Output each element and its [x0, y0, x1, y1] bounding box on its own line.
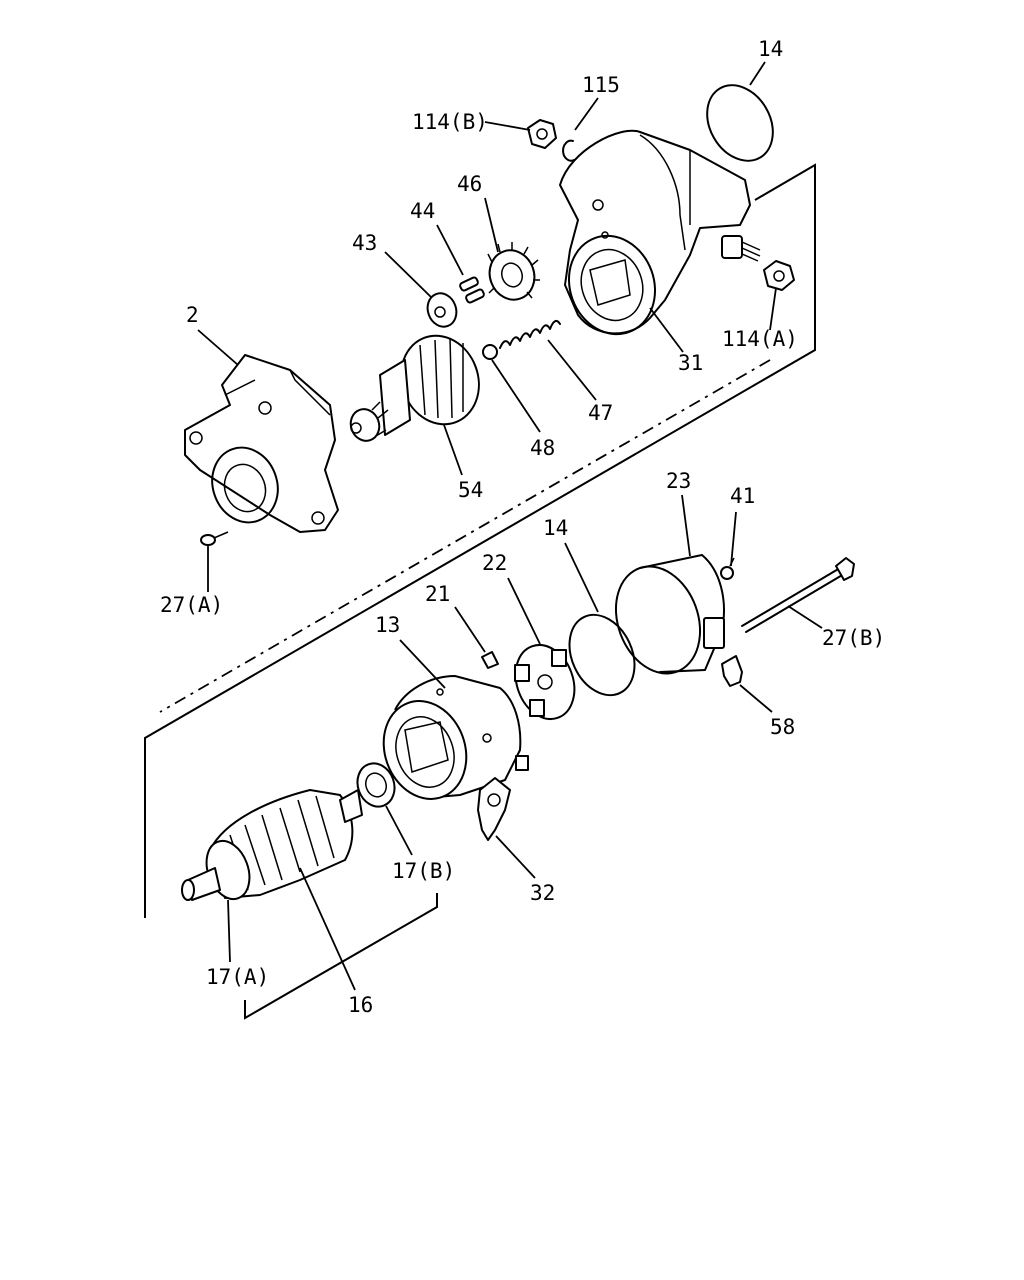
- drive-housing-2: [184, 354, 339, 533]
- retainer-43: [426, 292, 458, 328]
- label-17b: 17(B): [392, 859, 455, 883]
- part-labels: 14 115 114(B) 46 44 43 2 114(A) 31 47 48…: [160, 37, 885, 1017]
- assembly-frame: [144, 163, 816, 918]
- label-54: 54: [458, 478, 483, 502]
- label-27b: 27(B): [822, 626, 885, 650]
- washer-115: [562, 139, 575, 162]
- label-58: 58: [770, 715, 795, 739]
- label-13: 13: [375, 613, 400, 637]
- label-23: 23: [666, 469, 691, 493]
- end-cover-23: [614, 554, 725, 675]
- label-114a: 114(A): [722, 327, 798, 351]
- o-ring-14-mid: [568, 613, 636, 697]
- brush-holder-22: [514, 644, 576, 720]
- o-ring-14-top: [706, 84, 774, 162]
- label-114b: 114(B): [412, 110, 488, 134]
- leader-lines: [197, 61, 823, 991]
- ball-48: [482, 344, 498, 360]
- housing-31: [559, 129, 761, 336]
- spring-47: [499, 319, 561, 349]
- label-21: 21: [425, 582, 450, 606]
- label-17a: 17(A): [206, 965, 269, 989]
- label-43: 43: [352, 231, 377, 255]
- gear-46: [487, 242, 540, 301]
- drive-clutch-54: [349, 334, 480, 442]
- nut-114a: [763, 260, 795, 291]
- armature-16: [181, 789, 363, 901]
- label-47: 47: [588, 401, 613, 425]
- yoke-13: [382, 675, 529, 800]
- label-14-mid: 14: [543, 516, 568, 540]
- label-31: 31: [678, 351, 703, 375]
- screw-27a: [200, 531, 229, 546]
- terminal-bolt: [721, 235, 761, 262]
- label-16: 16: [348, 993, 373, 1017]
- label-41: 41: [730, 484, 755, 508]
- bracket-16-17a: [244, 893, 438, 1020]
- label-115: 115: [582, 73, 620, 97]
- lead-32: [477, 777, 511, 841]
- label-14-top: 14: [758, 37, 783, 61]
- pins-44: [459, 276, 485, 304]
- nut-114b: [527, 119, 557, 149]
- label-22: 22: [482, 551, 507, 575]
- screw-41: [720, 557, 735, 580]
- clip-21: [481, 651, 499, 669]
- label-44: 44: [410, 199, 435, 223]
- label-27a: 27(A): [160, 593, 223, 617]
- through-bolt-27b: [741, 557, 855, 633]
- label-48: 48: [530, 436, 555, 460]
- label-32: 32: [530, 881, 555, 905]
- label-46: 46: [457, 172, 482, 196]
- cap-58: [721, 655, 743, 687]
- label-2: 2: [186, 303, 199, 327]
